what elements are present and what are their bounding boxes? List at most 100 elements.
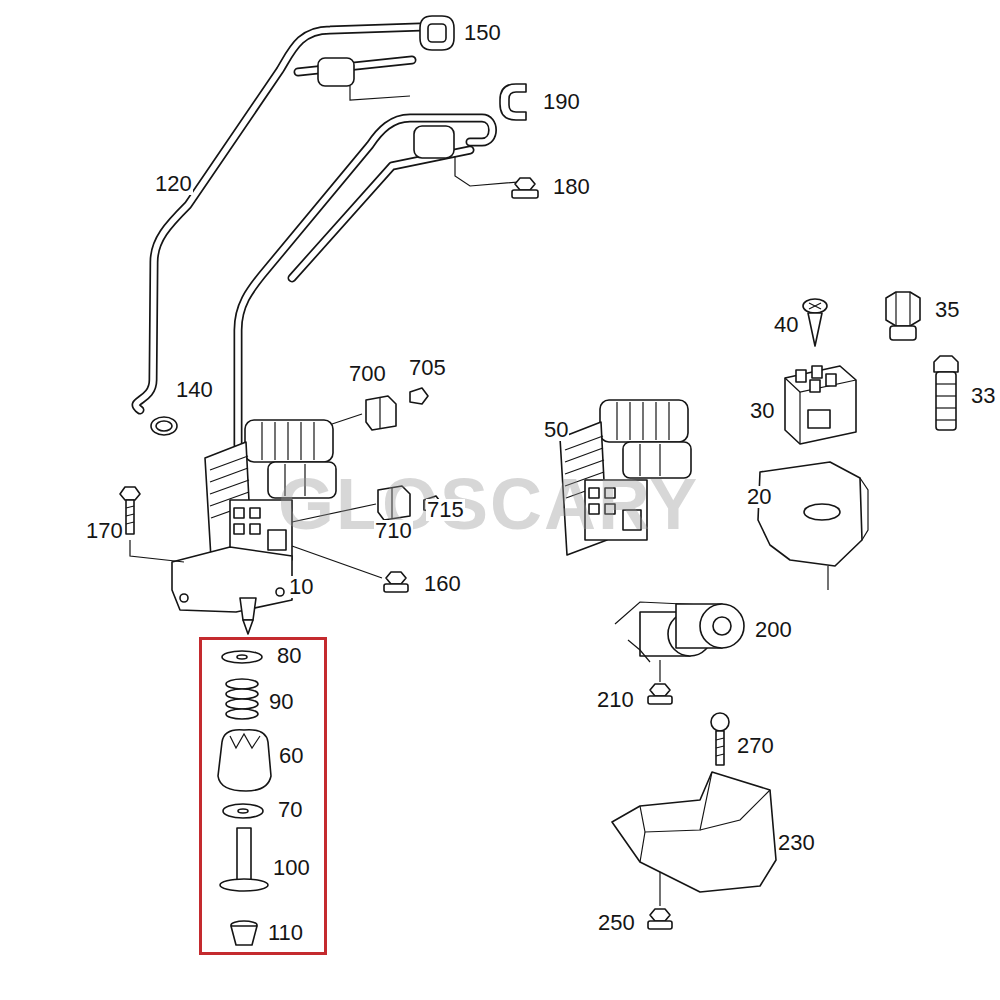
mounting-bracket <box>804 504 840 520</box>
watermark: GLOSCARY <box>278 468 699 540</box>
relay-block <box>808 410 830 428</box>
compressor <box>276 588 284 596</box>
nut <box>650 684 670 696</box>
underbody-shield <box>640 832 645 862</box>
relay-block <box>826 374 836 386</box>
hose-clamp <box>151 417 177 435</box>
mount-parts <box>231 926 257 945</box>
bolt <box>716 731 724 765</box>
relay-block <box>796 370 806 382</box>
nut <box>895 292 896 326</box>
pressure-reservoir <box>713 617 731 635</box>
air-hose <box>318 58 354 86</box>
bolt <box>120 487 140 500</box>
leader-line <box>332 414 362 424</box>
air-hose <box>292 150 470 278</box>
callout-number: 60 <box>278 745 304 767</box>
callout-number: 100 <box>272 857 311 879</box>
protective-cap <box>379 398 380 428</box>
bolt <box>126 514 134 516</box>
valve <box>934 356 958 372</box>
nut <box>515 178 535 190</box>
callout-number: 90 <box>268 691 294 713</box>
nut <box>512 190 538 198</box>
callout-number: 110 <box>267 922 304 944</box>
mounting-bracket <box>758 462 868 566</box>
compressor <box>240 598 256 620</box>
valve <box>936 407 956 408</box>
callout-number: 715 <box>426 499 465 521</box>
callout-number: 200 <box>754 619 793 641</box>
air-hose <box>414 126 454 158</box>
mounting-bracket <box>758 462 862 566</box>
relay-block <box>812 366 822 378</box>
mount-parts <box>218 730 271 791</box>
hose-clamp <box>156 421 172 431</box>
leader-line <box>130 414 828 906</box>
underbody-shield <box>640 772 712 832</box>
underbody-shield <box>612 772 776 892</box>
air-hose <box>238 118 493 445</box>
pressure-reservoir <box>628 640 650 662</box>
callout-number: 700 <box>348 363 387 385</box>
nut <box>648 696 672 704</box>
callout-number: 30 <box>749 400 775 422</box>
nut <box>650 909 670 921</box>
relay-block <box>785 366 856 444</box>
mount-parts <box>226 699 258 709</box>
mounting-bracket <box>860 478 868 540</box>
callout-number: 210 <box>596 689 635 711</box>
air-hose <box>350 86 410 100</box>
relay-block <box>785 366 856 444</box>
callout-number: 170 <box>85 520 124 542</box>
screw <box>803 299 827 346</box>
relay-block <box>799 392 800 444</box>
callout-number: 230 <box>777 832 816 854</box>
callout-number: 33 <box>970 385 996 407</box>
screw <box>808 313 822 346</box>
leader-line <box>659 660 660 682</box>
hose-clip <box>500 84 526 120</box>
callout-number: 160 <box>423 573 462 595</box>
bolt <box>126 522 134 524</box>
bolt <box>711 713 729 731</box>
valve <box>936 383 956 384</box>
protective-cap <box>366 396 396 430</box>
nut <box>384 178 920 929</box>
callout-number: 250 <box>597 912 636 934</box>
mount-parts <box>220 879 268 891</box>
nut <box>386 572 406 584</box>
callout-number: 80 <box>276 645 302 667</box>
callout-number: 35 <box>934 299 960 321</box>
compressor <box>172 547 292 612</box>
bolt <box>716 754 724 756</box>
callout-number: 50 <box>543 419 569 441</box>
valve <box>934 356 958 430</box>
mount-parts <box>230 734 260 748</box>
bolt <box>126 506 134 508</box>
screw <box>809 303 821 309</box>
valve <box>936 419 956 420</box>
hose-clamp <box>151 417 177 435</box>
part-group-box: 80906070100110 <box>199 637 327 955</box>
callout-number: 710 <box>374 520 413 542</box>
underbody-shield <box>700 790 770 830</box>
bolt <box>126 500 134 534</box>
nut <box>384 584 408 592</box>
mount-parts <box>238 809 248 813</box>
nut <box>648 921 672 929</box>
hose-clip <box>420 16 454 50</box>
air-hose <box>238 118 493 445</box>
bolt <box>716 746 724 748</box>
mount-parts <box>226 679 258 689</box>
air-hose <box>136 27 420 410</box>
mount-parts <box>226 709 258 719</box>
callout-number: 140 <box>175 379 214 401</box>
screw <box>803 299 827 313</box>
bolt <box>716 738 724 740</box>
valve <box>936 395 956 396</box>
mount-parts <box>237 655 247 659</box>
nut <box>909 292 910 326</box>
pressure-reservoir <box>615 602 744 662</box>
nut <box>890 326 916 340</box>
